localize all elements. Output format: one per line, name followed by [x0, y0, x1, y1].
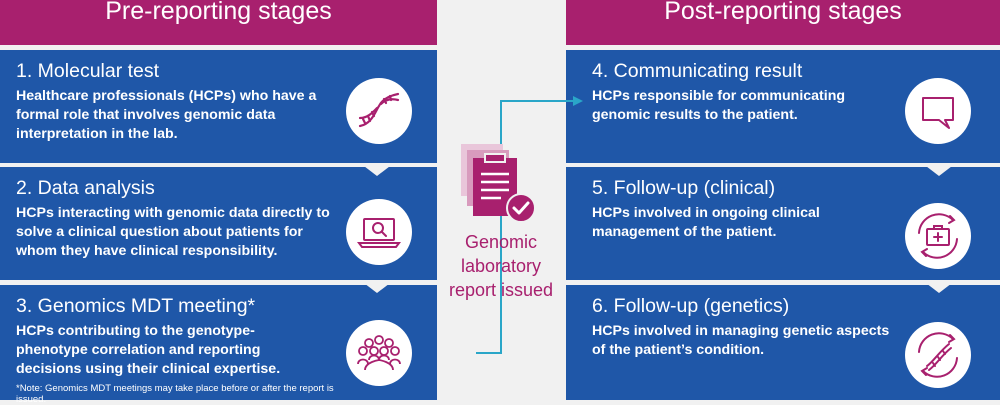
report-issued-label: Genomic laboratory report issued [448, 232, 554, 300]
stage-1-title: 1. Molecular test [16, 60, 160, 82]
stage-2-panel: 2. Data analysis HCPs interacting with g… [0, 167, 437, 280]
medical-kit-cycle-icon [905, 203, 971, 269]
stage-2-title: 2. Data analysis [16, 177, 155, 199]
stage-5-description: HCPs involved in ongoing clinical manage… [592, 205, 820, 240]
stage-4-panel: 4. Communicating result HCPs responsible… [566, 50, 1000, 163]
stage-divider-arrow [922, 280, 956, 293]
group-people-icon [346, 320, 412, 386]
stage-divider-arrow [922, 163, 956, 176]
stage-3-panel: 3. Genomics MDT meeting* HCPs contributi… [0, 285, 437, 405]
stage-6-description: HCPs involved in managing genetic aspect… [592, 323, 890, 358]
stage-1-description: Healthcare professionals (HCPs) who have… [16, 88, 317, 142]
stage-4-title: 4. Communicating result [592, 60, 803, 82]
stage-divider-arrow [360, 163, 394, 176]
stage-3-note: *Note: Genomics MDT meetings may take pl… [16, 383, 334, 405]
stage-3-title: 3. Genomics MDT meeting* [16, 295, 256, 317]
stage-6-title: 6. Follow-up (genetics) [592, 295, 790, 317]
stage-2-description: HCPs interacting with genomic data direc… [16, 205, 330, 259]
stage-5-title: 5. Follow-up (clinical) [592, 177, 776, 199]
stage-divider-arrow [360, 280, 394, 293]
clipboard-check-icon [461, 144, 536, 223]
dna-cycle-icon [905, 322, 971, 388]
stage-1-panel: 1. Molecular test Healthcare professiona… [0, 50, 437, 163]
speech-bubble-icon [905, 78, 971, 144]
post-reporting-header-text: Post-reporting stages [664, 0, 902, 25]
post-reporting-header: Post-reporting stages [566, 0, 1000, 45]
stage-3-description: HCPs contributing to the genotype-phenot… [16, 323, 281, 377]
pre-reporting-header: Pre-reporting stages [0, 0, 437, 45]
pre-reporting-header-text: Pre-reporting stages [105, 0, 332, 25]
stage-4-description: HCPs responsible for communicating genom… [592, 88, 846, 123]
laptop-search-icon [346, 199, 412, 265]
dna-icon [346, 78, 412, 144]
